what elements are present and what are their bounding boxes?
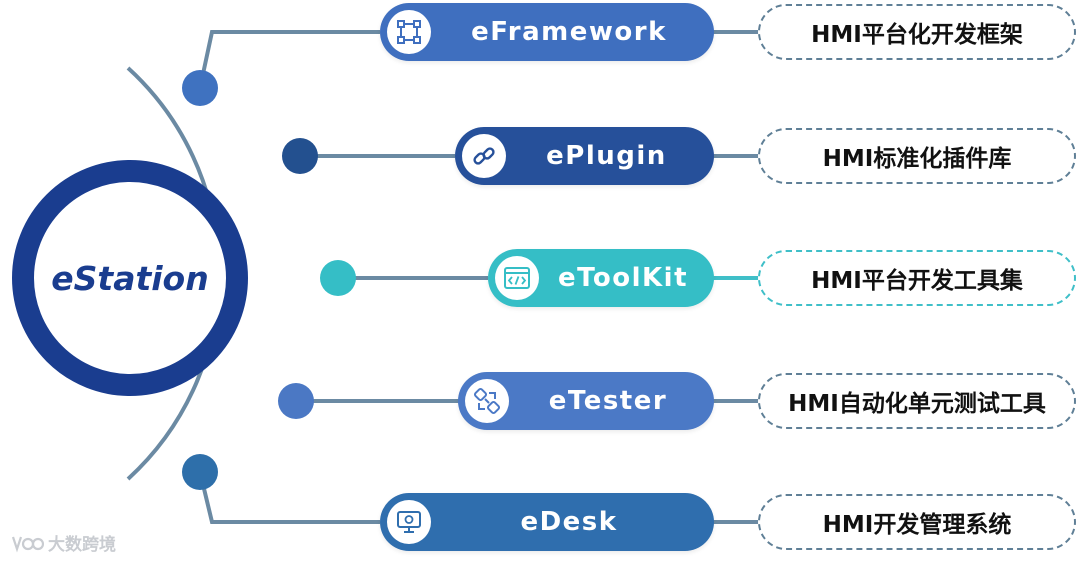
node-eframework[interactable]: eFramework bbox=[380, 3, 714, 61]
arc-dot-1 bbox=[182, 70, 218, 106]
desc-text: HMI标准化插件库 bbox=[822, 146, 1012, 172]
desc-eplugin[interactable]: HMI标准化插件库 bbox=[758, 128, 1076, 184]
node-label: ePlugin bbox=[546, 141, 667, 171]
tester-icon bbox=[465, 379, 509, 423]
desc-eframework[interactable]: HMI平台化开发框架 bbox=[758, 4, 1076, 60]
desc-edesk[interactable]: HMI开发管理系统 bbox=[758, 494, 1076, 550]
node-label: eDesk bbox=[520, 507, 618, 537]
desc-etester[interactable]: HMI自动化单元测试工具 bbox=[758, 373, 1076, 429]
node-etoolkit[interactable]: eToolKit bbox=[488, 249, 714, 307]
code-icon bbox=[495, 256, 539, 300]
watermark-logo-icon bbox=[11, 536, 44, 552]
node-label: eFramework bbox=[471, 17, 667, 47]
frame-icon bbox=[387, 10, 431, 54]
arc-dot-2 bbox=[282, 138, 318, 174]
node-edesk[interactable]: eDesk bbox=[380, 493, 714, 551]
arc-dot-3 bbox=[320, 260, 356, 296]
desc-text: HMI平台化开发框架 bbox=[811, 22, 1023, 48]
desc-text: HMI自动化单元测试工具 bbox=[788, 391, 1046, 417]
estation-hub: eStation bbox=[12, 160, 248, 396]
hub-label: eStation bbox=[51, 258, 209, 298]
monitor-icon bbox=[387, 500, 431, 544]
desc-etoolkit[interactable]: HMI平台开发工具集 bbox=[758, 250, 1076, 306]
connector-elbow-top bbox=[198, 30, 380, 89]
watermark: 大数跨境 bbox=[10, 530, 116, 555]
arc-dot-5 bbox=[182, 454, 218, 490]
node-label: eToolKit bbox=[557, 263, 689, 293]
watermark-text: 大数跨境 bbox=[48, 535, 116, 554]
node-label: eTester bbox=[548, 386, 668, 416]
node-eplugin[interactable]: ePlugin bbox=[455, 127, 714, 185]
arc-dot-4 bbox=[278, 383, 314, 419]
node-etester[interactable]: eTester bbox=[458, 372, 714, 430]
connector-elbow-bottom bbox=[198, 471, 380, 524]
desc-text: HMI开发管理系统 bbox=[822, 512, 1012, 538]
link-icon bbox=[462, 134, 506, 178]
desc-text: HMI平台开发工具集 bbox=[811, 268, 1023, 294]
